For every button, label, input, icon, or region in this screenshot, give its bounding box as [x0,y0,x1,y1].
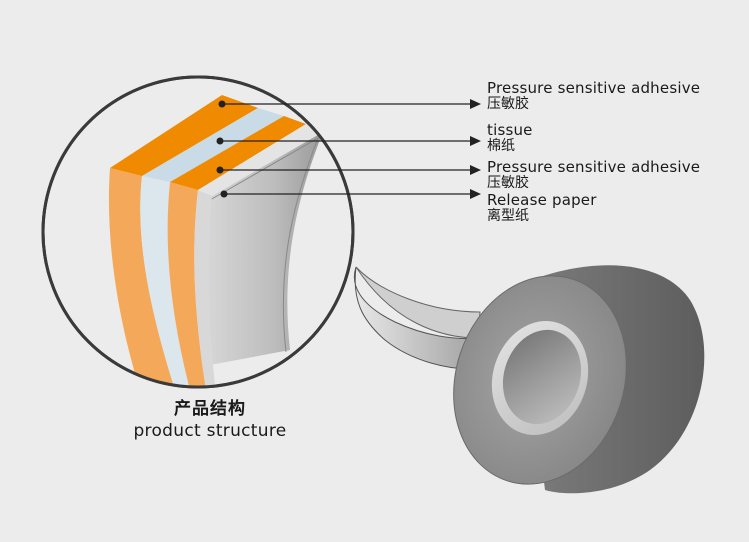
layer-label-release-paper: Release paper 离型纸 [487,192,597,224]
layer-label-adhesive-1: Pressure sensitive adhesive 压敏胶 [487,80,700,112]
layer-label-en: Pressure sensitive adhesive [487,79,701,97]
leader-line-2 [216,136,481,146]
leader-line-4 [220,189,481,199]
layer-label-zh: 压敏胶 [487,96,529,112]
diagram-caption: 产品结构 product structure [110,398,310,442]
adhesive-top-1 [110,95,258,176]
layer-label-adhesive-2: Pressure sensitive adhesive 压敏胶 [487,159,700,191]
tissue-side [140,176,190,387]
caption-en: product structure [133,421,287,441]
leader-lines [216,99,481,199]
leader-line-1 [218,99,481,109]
adhesive-side-1 [108,168,175,387]
layer-label-en: tissue [487,121,533,139]
layer-label-zh: 棉纸 [487,138,515,154]
layer-label-en: Pressure sensitive adhesive [487,158,701,176]
layer-label-zh: 离型纸 [487,208,529,224]
tissue-top [142,108,284,182]
layer-label-tissue: tissue 棉纸 [487,122,533,154]
adhesive-top-2 [170,116,306,190]
layer-structure [108,95,323,387]
caption-zh: 产品结构 [174,399,246,419]
layer-label-en: Release paper [487,191,597,209]
tape-roll [353,265,705,494]
leader-line-3 [216,165,481,175]
layer-label-zh: 压敏胶 [487,175,529,191]
adhesive-side-2 [167,182,206,387]
